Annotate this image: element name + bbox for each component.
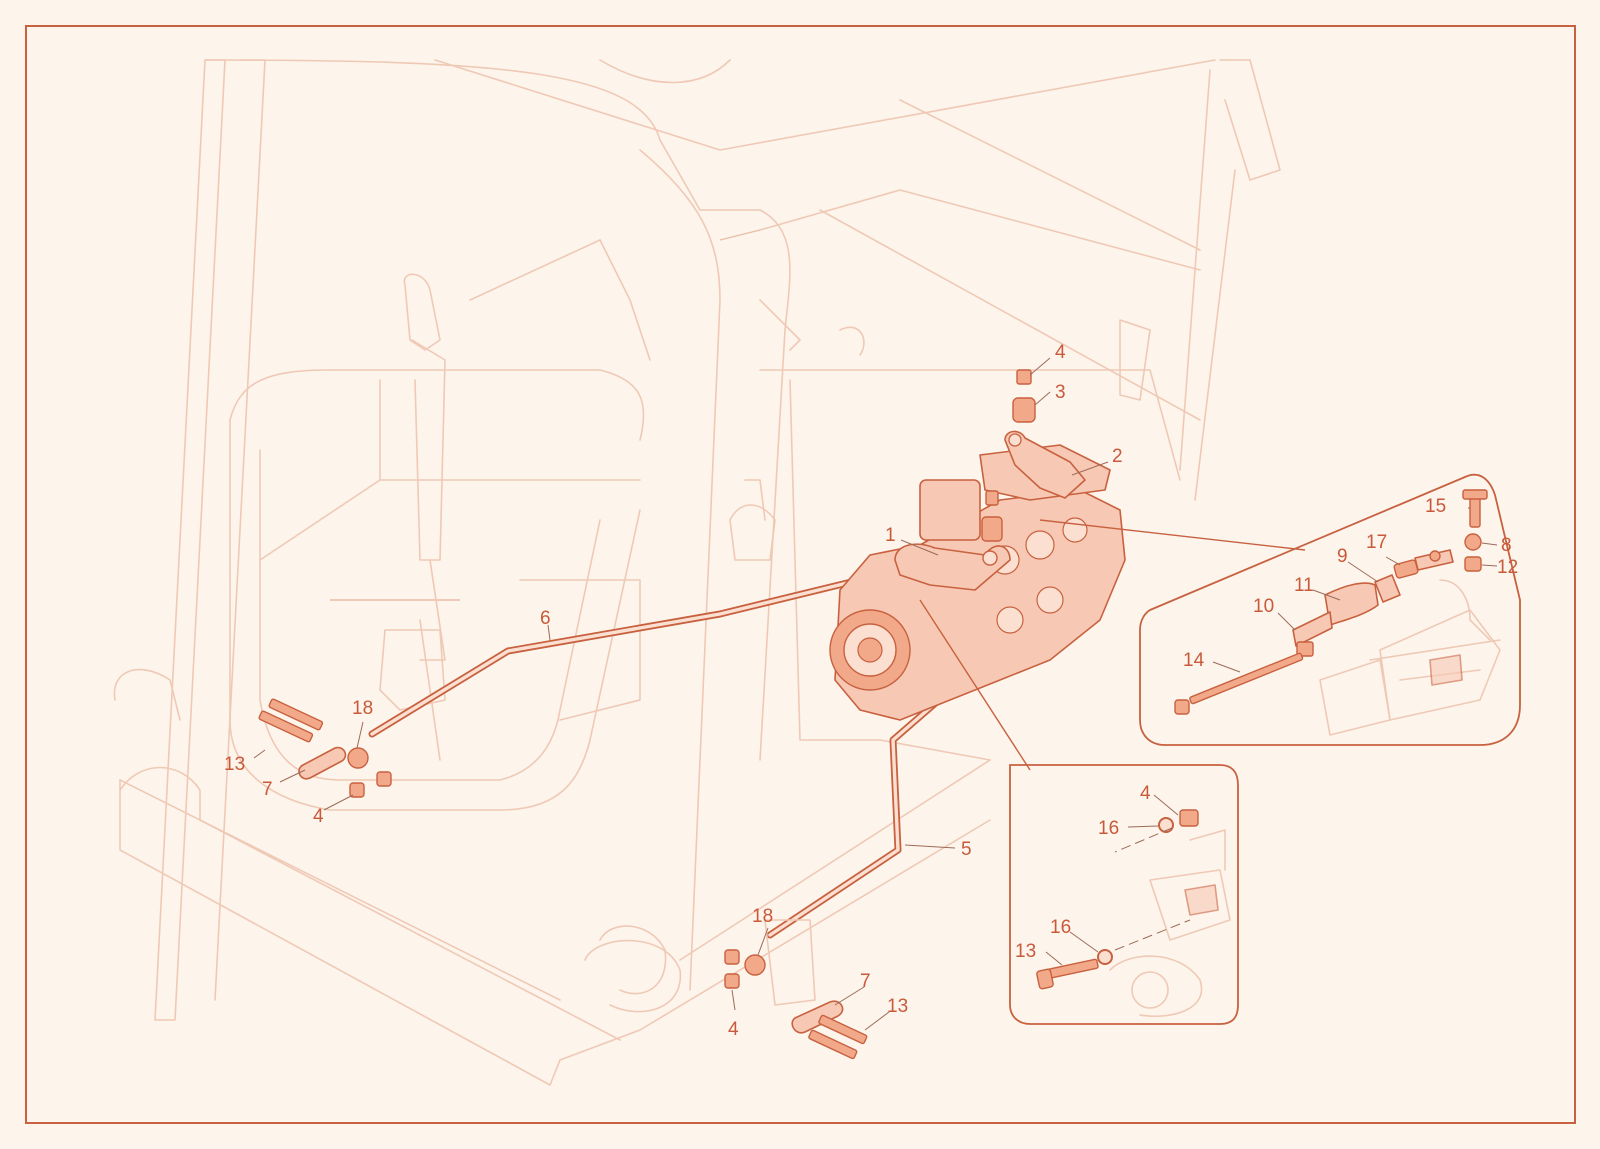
- lever-arm-2: [1004, 369, 1086, 499]
- control-rod-6: [368, 571, 884, 738]
- callout-4-left: 4: [313, 806, 324, 827]
- callout-11: 11: [1294, 575, 1314, 596]
- callout-13-inset: 13: [1015, 941, 1036, 962]
- left-linkage-hardware: [258, 698, 392, 798]
- page-frame: [25, 25, 1576, 1124]
- lever-arm-1: [894, 490, 1011, 591]
- callout-13-left: 13: [224, 754, 245, 775]
- right-linkage-hardware: [724, 919, 868, 1060]
- callout-10: 10: [1253, 596, 1274, 617]
- callout-4-inset: 4: [1140, 783, 1151, 804]
- callout-5: 5: [961, 839, 972, 860]
- machine-frame-outline: [113, 59, 1281, 1086]
- callout-17: 17: [1366, 532, 1387, 553]
- inset-detail-bottom: [1009, 764, 1239, 1025]
- callout-labels: 1 2 3 4 6 13 7 4 18 5 18 4 7 13 15 8 12 …: [224, 342, 1518, 1040]
- callout-15: 15: [1425, 496, 1446, 517]
- inset-detail-top: [1139, 473, 1521, 746]
- callout-13-right: 13: [887, 996, 908, 1017]
- callout-12: 12: [1497, 557, 1518, 578]
- callout-14: 14: [1183, 650, 1205, 671]
- callout-18-left: 18: [352, 698, 373, 719]
- callout-3: 3: [1055, 382, 1066, 403]
- callout-8: 8: [1501, 535, 1512, 556]
- callout-16-bottom: 16: [1050, 917, 1071, 938]
- leader-lines: [253, 357, 1498, 1031]
- callout-4-top: 4: [1055, 342, 1066, 363]
- callout-4-bottom: 4: [728, 1019, 739, 1040]
- callout-18-right: 18: [752, 906, 773, 927]
- callout-7-left: 7: [262, 779, 273, 800]
- control-lever-ghost: [379, 273, 776, 711]
- inset-connectors: [919, 519, 1306, 771]
- callout-9: 9: [1337, 546, 1348, 567]
- callout-6: 6: [540, 608, 551, 629]
- callout-2: 2: [1112, 446, 1123, 467]
- callout-7-right: 7: [860, 971, 871, 992]
- callout-1: 1: [885, 525, 896, 546]
- callout-16-top: 16: [1098, 818, 1119, 839]
